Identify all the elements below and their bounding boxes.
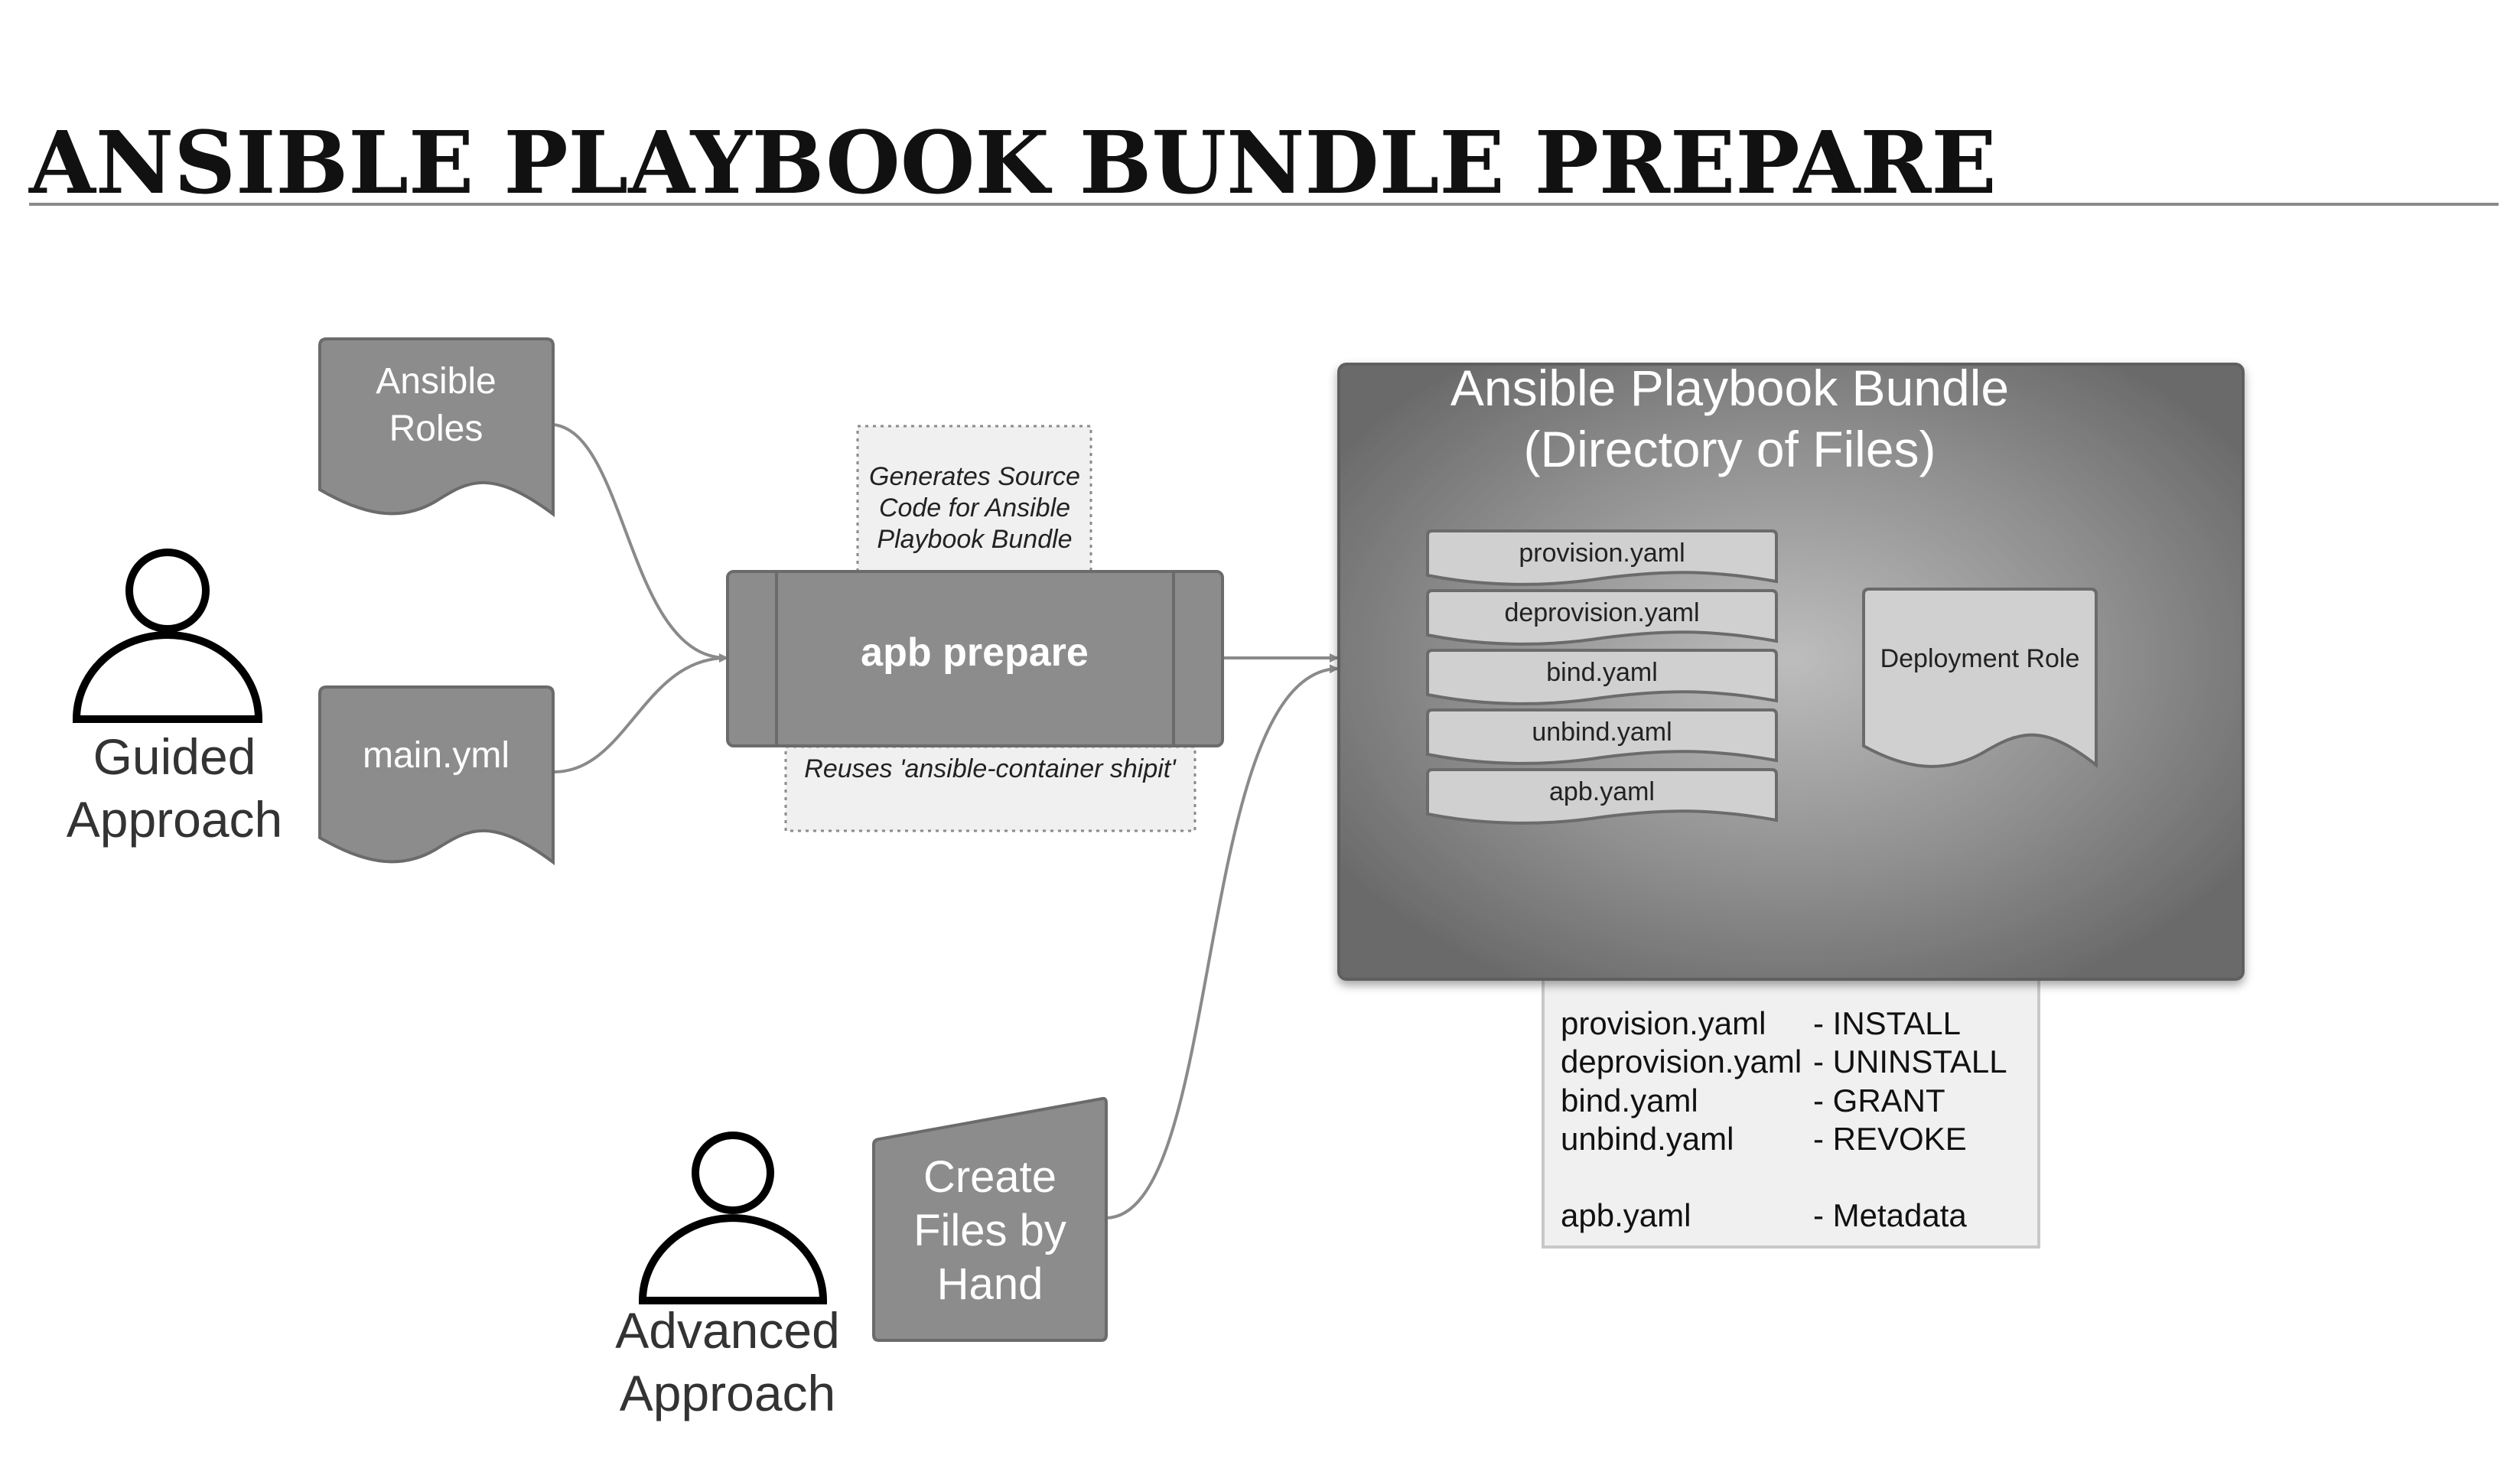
legend-file-name: apb.yaml	[1561, 1197, 1691, 1233]
advanced-approach-label-line2: Approach	[620, 1365, 836, 1421]
bundle-file-card: bind.yaml	[1426, 649, 1778, 705]
note-top-line1: Generates Source	[869, 462, 1080, 491]
create-files-label-line2: Files by	[913, 1206, 1066, 1255]
guided-approach-label-line1: Guided	[93, 728, 256, 785]
legend-file-name: unbind.yaml	[1561, 1121, 1734, 1157]
prepare-note-bottom: Reuses 'ansible-container shipit'	[784, 745, 1197, 832]
connector-mainyml-to-prepare	[552, 653, 728, 774]
bundle-file-label: unbind.yaml	[1532, 718, 1672, 747]
legend-file-purpose: - GRANT	[1813, 1083, 1945, 1118]
legend-file-name: provision.yaml	[1561, 1005, 1766, 1041]
person-head-icon	[125, 549, 210, 633]
advanced-approach-actor: Advanced Approach	[615, 1131, 840, 1421]
page-title: ANSIBLE PLAYBOOK BUNDLE PREPARE	[28, 113, 1997, 213]
main-yml-node: main.yml	[318, 685, 555, 865]
connector-create-files-to-bundle	[1105, 664, 1339, 1219]
apb-prepare-process: apb prepare	[726, 570, 1224, 747]
guided-approach-actor: Guided Approach	[67, 549, 283, 848]
bundle-file-label: apb.yaml	[1549, 777, 1655, 806]
guided-approach-label-line2: Approach	[67, 791, 283, 848]
ansible-roles-label-line2: Roles	[389, 409, 483, 449]
bundle-file-card: deprovision.yaml	[1426, 589, 1778, 646]
legend-file-purpose: - REVOKE	[1813, 1121, 1967, 1157]
legend-file-name: deprovision.yaml	[1561, 1044, 1802, 1079]
person-head-icon	[692, 1131, 774, 1214]
advanced-approach-label-line1: Advanced	[615, 1302, 840, 1359]
bundle-file-card: provision.yaml	[1426, 529, 1778, 586]
deployment-role-node: Deployment Role	[1862, 588, 2098, 769]
deployment-role-label: Deployment Role	[1880, 644, 2080, 673]
person-body-icon	[638, 1214, 828, 1304]
create-files-label-line1: Create	[923, 1152, 1057, 1202]
prepare-note-top: Generates Source Code for Ansible Playbo…	[856, 425, 1092, 573]
main-yml-label: main.yml	[363, 735, 510, 776]
legend-file-name: bind.yaml	[1561, 1083, 1698, 1118]
create-files-label-line3: Hand	[937, 1259, 1043, 1309]
bundle-file-label: bind.yaml	[1546, 658, 1658, 687]
file-purpose-legend: provision.yaml- INSTALLdeprovision.yaml-…	[1542, 962, 2040, 1249]
note-bottom-text: Reuses 'ansible-container shipit'	[804, 754, 1177, 783]
apb-prepare-label: apb prepare	[861, 630, 1089, 675]
bundle-file-card: apb.yaml	[1426, 768, 1778, 825]
legend-file-purpose: - INSTALL	[1813, 1005, 1961, 1041]
ansible-playbook-bundle: Ansible Playbook Bundle (Directory of Fi…	[1337, 360, 2245, 981]
person-body-icon	[72, 631, 263, 723]
create-files-node: Create Files by Hand	[872, 1096, 1108, 1342]
bundle-file-label: provision.yaml	[1519, 539, 1685, 568]
ansible-roles-label-line1: Ansible	[376, 361, 496, 402]
bundle-title-line1: Ansible Playbook Bundle	[1450, 360, 2009, 416]
ansible-roles-node: Ansible Roles	[318, 337, 555, 517]
bundle-file-label: deprovision.yaml	[1504, 598, 1699, 627]
legend-file-purpose: - Metadata	[1813, 1197, 1967, 1233]
note-top-line3: Playbook Bundle	[877, 525, 1072, 554]
bundle-file-card: unbind.yaml	[1426, 708, 1778, 765]
connector-roles-to-prepare	[552, 423, 728, 663]
bundle-title-line2: (Directory of Files)	[1523, 421, 1936, 477]
legend-file-purpose: - UNINSTALL	[1813, 1044, 2007, 1079]
note-top-line2: Code for Ansible	[879, 493, 1070, 523]
